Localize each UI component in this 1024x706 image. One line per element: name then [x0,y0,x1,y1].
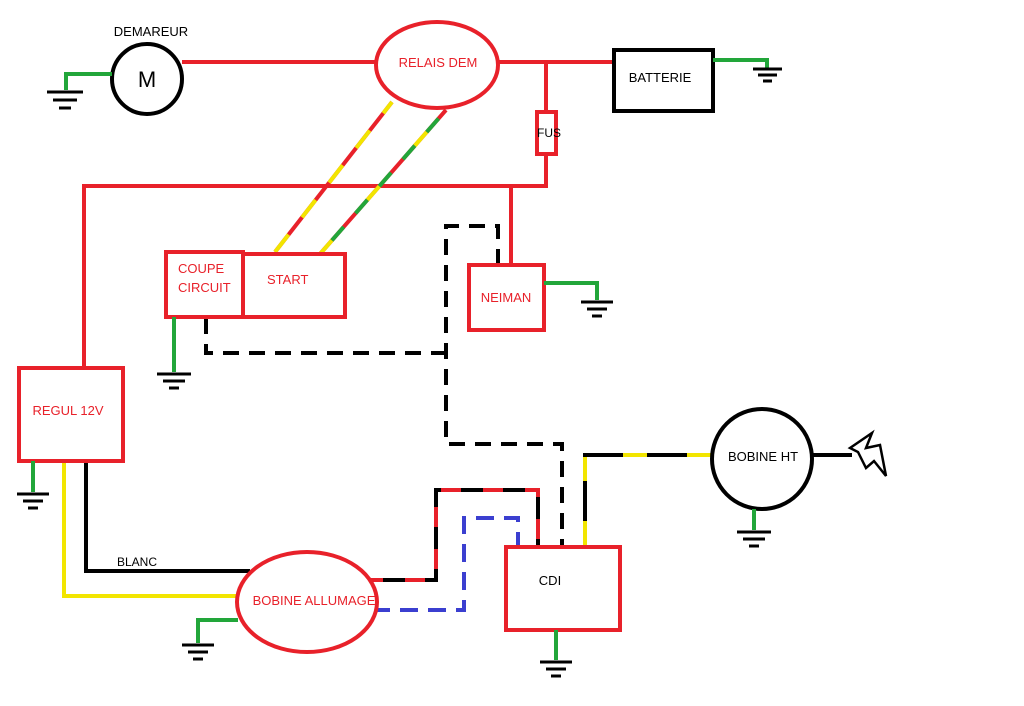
bobine-ht-circle [710,407,814,511]
bobine-ht-label: BOBINE HT [728,449,798,464]
demareur-circle [110,42,184,116]
ground-icon [157,372,191,390]
cdi-label: CDI [539,573,561,588]
cdi-box [504,545,622,632]
spark-icon [847,429,888,477]
blanc-label: BLANC [117,555,157,569]
wire-cdi-ht-yellow [583,453,712,545]
wire-bobine-cdi-red [363,488,540,582]
start-label: START [267,272,308,287]
regul-box [17,366,125,463]
regul-label: REGUL 12V [32,403,103,418]
ground-icon [47,90,83,110]
bobine-allumage-ellipse [235,550,379,654]
wire-ground-batterie [713,58,769,68]
ground-icon [182,643,214,661]
wire-kill-dashed [204,318,446,355]
wire-regul-blanc [84,461,250,573]
coupe-circuit-label-2: CIRCUIT [178,280,231,295]
fuse-label: FUS [537,126,561,140]
ground-icon [540,660,572,678]
neiman-box [467,263,546,332]
wire-bobine-cdi-blue [372,516,520,612]
demareur-label: DEMAREUR [114,24,188,39]
neiman-label: NEIMAN [481,290,532,305]
ground-icon [17,492,49,510]
batterie-label: BATTERIE [629,70,692,85]
bobine-allumage-label: BOBINE ALLUMAGE [253,593,376,608]
wire-cdi-ht-black [583,453,712,545]
wire-start-relay-green [318,108,448,256]
batterie-box [612,48,715,113]
start-box [241,252,347,319]
wire-ground-bobine [196,618,238,643]
relais-dem-label: RELAIS DEM [399,55,478,70]
wire-start-relay-yellow2 [318,108,448,256]
ground-icon [737,530,771,548]
wire-start-relay-yellow [273,100,394,254]
wire-regul-yellow [62,461,238,598]
wire-ground-demareur [64,72,112,90]
relais-dem-ellipse [374,20,500,110]
wire-fuse-out [82,155,548,368]
fuse-box [535,110,558,156]
ground-icon [753,67,782,83]
wire-neiman-dashed [444,224,564,545]
coupe-circuit-label-1: COUPE [178,261,225,276]
ground-icon [581,300,613,318]
coupe-circuit-box [164,250,245,319]
wire-ground-neiman [544,281,599,300]
demareur-symbol: M [138,67,156,92]
